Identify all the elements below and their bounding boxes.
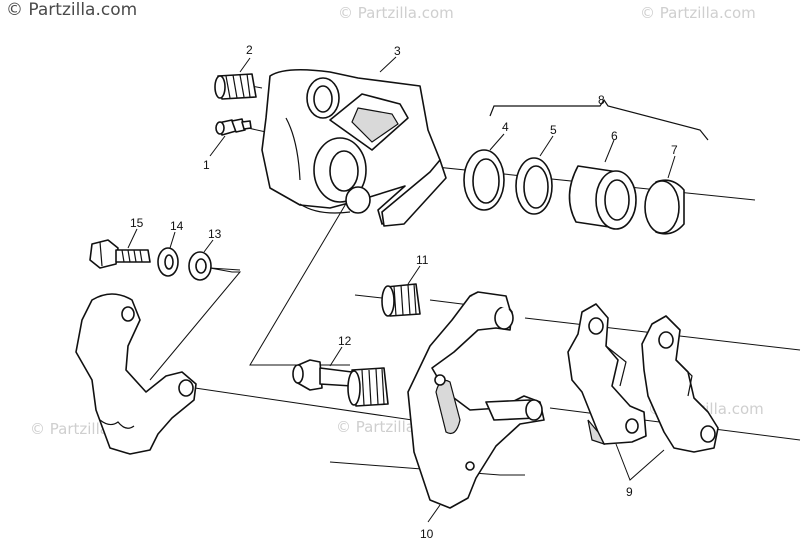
kit-bracket <box>489 98 709 141</box>
callout-8: 8 <box>598 93 605 107</box>
flat-washer <box>188 251 212 281</box>
callout-11: 11 <box>416 253 429 267</box>
bushing-lower <box>347 367 389 407</box>
callout-15: 15 <box>130 216 144 230</box>
leader-lines <box>127 56 676 523</box>
callout-4: 4 <box>502 120 509 134</box>
callout-1: 1 <box>203 158 210 172</box>
dust-boot <box>644 179 685 235</box>
caliper-piston <box>568 165 637 230</box>
mounting-bolt <box>89 239 151 269</box>
caliper-mount-bracket <box>75 293 197 455</box>
brake-pad-inner <box>567 303 647 446</box>
callout-14: 14 <box>170 219 184 233</box>
brake-pad-outer <box>641 315 719 453</box>
bushing-upper <box>381 283 421 317</box>
callout-labels: 2 3 1 8 4 5 6 7 15 14 13 11 12 9 10 <box>130 43 678 541</box>
callout-7: 7 <box>671 143 678 157</box>
callout-9: 9 <box>626 485 633 499</box>
caliper-body <box>261 68 447 227</box>
slide-pin <box>292 359 353 391</box>
callout-2: 2 <box>246 43 253 57</box>
callout-10: 10 <box>420 527 434 541</box>
caliper-bracket-plate <box>407 291 545 509</box>
callout-3: 3 <box>394 44 401 58</box>
watermark-faint: © Partzilla.com <box>640 4 756 22</box>
bleeder-valve <box>215 118 252 136</box>
lock-washer <box>157 247 179 277</box>
callout-6: 6 <box>611 129 618 143</box>
watermark-main: © Partzilla.com <box>6 0 138 20</box>
callout-12: 12 <box>338 334 352 348</box>
o-ring-large <box>463 149 505 211</box>
o-ring-small <box>515 157 553 215</box>
callout-5: 5 <box>550 123 557 137</box>
callout-13: 13 <box>208 227 222 241</box>
watermark-faint: © Partzilla.com <box>338 4 454 22</box>
bleeder-screw <box>214 73 257 100</box>
